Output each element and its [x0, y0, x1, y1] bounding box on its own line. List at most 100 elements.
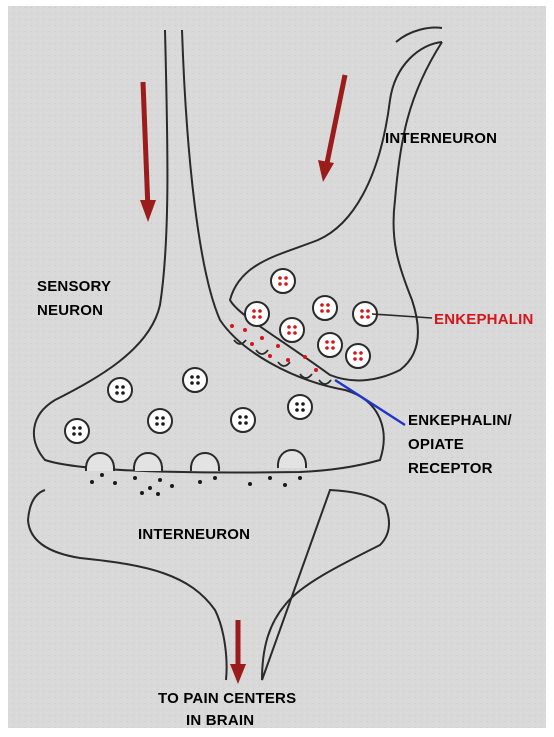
cleft-dot: [90, 480, 94, 484]
released-enkephalin-dot: [260, 336, 264, 340]
transmitter-dot: [190, 375, 194, 379]
transmitter-dot: [161, 416, 165, 420]
cleft-dot: [170, 484, 174, 488]
vesicle: [148, 409, 172, 433]
released-enkephalin-dot: [268, 354, 272, 358]
released-enkephalin-dot: [276, 344, 280, 348]
cleft-dot: [148, 486, 152, 490]
transmitter-dot: [121, 385, 125, 389]
cleft-dot: [100, 473, 104, 477]
cleft-dot: [213, 476, 217, 480]
transmitter-dot: [72, 432, 76, 436]
pain-centers-label-line1: TO PAIN CENTERS: [158, 688, 296, 709]
interneuron-top-label: INTERNEURON: [385, 128, 497, 149]
cleft-dot: [133, 476, 137, 480]
enkephalin-dot: [353, 351, 357, 355]
enkephalin-dot: [359, 351, 363, 355]
enkephalin-dot: [287, 325, 291, 329]
cleft-dot: [113, 481, 117, 485]
transmitter-dot: [72, 426, 76, 430]
enkephalin-dot: [320, 309, 324, 313]
released-enkephalin-dot: [243, 328, 247, 332]
vesicle: [288, 395, 312, 419]
enkephalin-dot: [360, 315, 364, 319]
enkephalin-vesicle: [271, 269, 295, 293]
transmitter-dot: [301, 408, 305, 412]
transmitter-dot: [244, 421, 248, 425]
receptor-label-line1: ENKEPHALIN/: [408, 410, 512, 431]
interneuron-bottom-label: INTERNEURON: [138, 524, 250, 545]
cleft-dot: [283, 483, 287, 487]
enkephalin-dot: [252, 315, 256, 319]
pain-centers-label-line2: IN BRAIN: [186, 710, 254, 731]
cleft-dot: [298, 476, 302, 480]
vesicle: [231, 408, 255, 432]
enkephalin-dot: [252, 309, 256, 313]
enkephalin-vesicle: [346, 344, 370, 368]
vesicle: [108, 378, 132, 402]
transmitter-dot: [78, 426, 82, 430]
transmitter-dot: [155, 422, 159, 426]
enkephalin-dot: [278, 276, 282, 280]
enkephalin-dot: [366, 315, 370, 319]
released-enkephalin-dot: [286, 358, 290, 362]
enkephalin-vesicle: [313, 296, 337, 320]
transmitter-dot: [78, 432, 82, 436]
enkephalin-dot: [359, 357, 363, 361]
enkephalin-dot: [287, 331, 291, 335]
sensory-neuron-label-line2: NEURON: [37, 300, 103, 321]
enkephalin-label: ENKEPHALIN: [434, 309, 534, 330]
transmitter-dot: [190, 381, 194, 385]
enkephalin-dot: [366, 309, 370, 313]
enkephalin-dot: [284, 276, 288, 280]
cleft-dot: [268, 476, 272, 480]
transmitter-dot: [115, 385, 119, 389]
enkephalin-dot: [325, 346, 329, 350]
receptor-label-line2: OPIATE: [408, 434, 464, 455]
transmitter-dot: [301, 402, 305, 406]
enkephalin-vesicle: [245, 302, 269, 326]
enkephalin-dot: [360, 309, 364, 313]
transmitter-dot: [121, 391, 125, 395]
vesicle: [183, 368, 207, 392]
vesicle: [65, 419, 89, 443]
transmitter-dot: [295, 402, 299, 406]
transmitter-dot: [155, 416, 159, 420]
transmitter-dot: [115, 391, 119, 395]
receptor-label-line3: RECEPTOR: [408, 458, 493, 479]
released-enkephalin-dot: [314, 368, 318, 372]
cleft-dot: [158, 478, 162, 482]
released-enkephalin-dot: [250, 342, 254, 346]
enkephalin-vesicle: [280, 318, 304, 342]
transmitter-dot: [244, 415, 248, 419]
enkephalin-dot: [278, 282, 282, 286]
cleft-dot: [198, 480, 202, 484]
enkephalin-dot: [353, 357, 357, 361]
transmitter-dot: [196, 375, 200, 379]
sensory-neuron-label-line1: SENSORY: [37, 276, 111, 297]
enkephalin-dot: [293, 331, 297, 335]
enkephalin-dot: [320, 303, 324, 307]
transmitter-dot: [161, 422, 165, 426]
released-enkephalin-dot: [303, 355, 307, 359]
enkephalin-vesicle: [318, 333, 342, 357]
enkephalin-dot: [258, 315, 262, 319]
transmitter-dot: [196, 381, 200, 385]
enkephalin-dot: [293, 325, 297, 329]
enkephalin-dot: [331, 340, 335, 344]
released-enkephalin-dot: [230, 324, 234, 328]
cleft-dot: [140, 491, 144, 495]
transmitter-dot: [295, 408, 299, 412]
transmitter-dot: [238, 421, 242, 425]
enkephalin-dot: [284, 282, 288, 286]
enkephalin-dot: [331, 346, 335, 350]
enkephalin-dot: [258, 309, 262, 313]
cleft-dot: [156, 492, 160, 496]
transmitter-dot: [238, 415, 242, 419]
enkephalin-dot: [326, 303, 330, 307]
enkephalin-dot: [325, 340, 329, 344]
enkephalin-dot: [326, 309, 330, 313]
cleft-dot: [248, 482, 252, 486]
